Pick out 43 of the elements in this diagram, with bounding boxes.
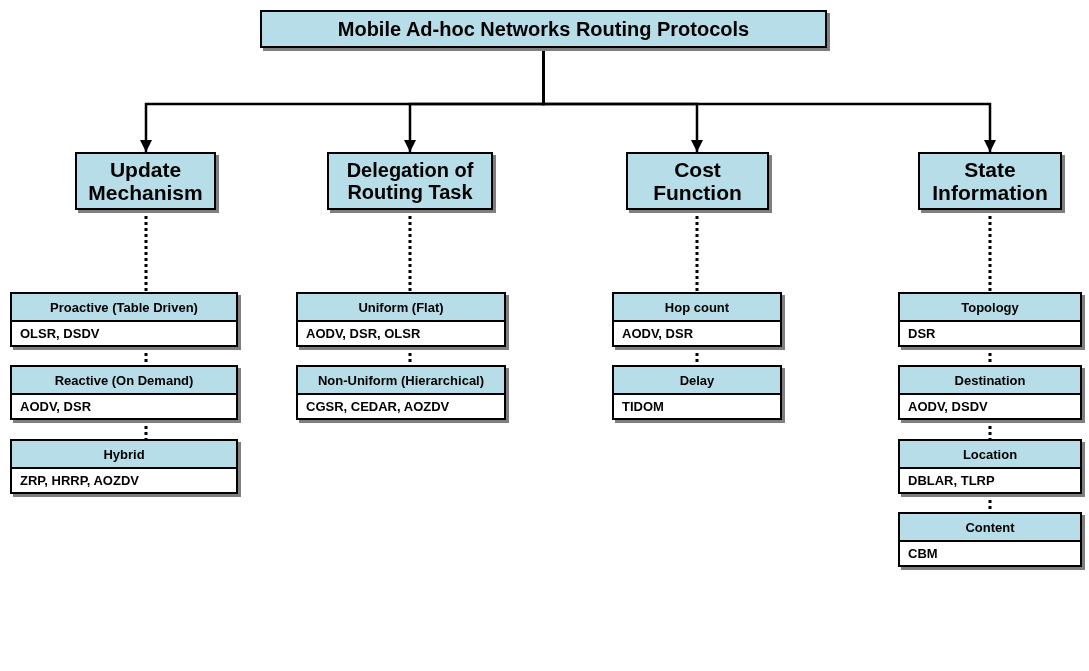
category-label: Delegation of Routing Task [345, 159, 475, 203]
protocol-box [898, 439, 1082, 494]
protocol-class-header: Proactive (Table Driven) [12, 294, 236, 322]
category-label: Cost Function [652, 157, 743, 205]
category-box [75, 152, 216, 210]
title-text: Mobile Ad-hoc Networks Routing Protocols [337, 18, 750, 40]
protocol-class-header: Topology [900, 294, 1080, 322]
protocol-class-header: Delay [614, 367, 780, 395]
protocol-class-header: Reactive (On Demand) [12, 367, 236, 395]
protocol-list: AODV, DSR [614, 322, 780, 345]
protocol-box [898, 512, 1082, 567]
protocol-class-header: Location [900, 441, 1080, 469]
category-box [327, 152, 493, 210]
protocol-list: AODV, DSDV [900, 395, 1080, 418]
protocol-list: OLSR, DSDV [12, 322, 236, 345]
protocol-box [10, 365, 238, 420]
protocol-box [898, 365, 1082, 420]
protocol-box [612, 365, 782, 420]
protocol-class-header: Hybrid [12, 441, 236, 469]
protocol-list: ZRP, HRRP, AOZDV [12, 469, 236, 492]
protocol-class-header: Non-Uniform (Hierarchical) [298, 367, 504, 395]
protocol-box [296, 365, 506, 420]
protocol-box [10, 439, 238, 494]
protocol-class-header: Content [900, 514, 1080, 542]
category-box [918, 152, 1062, 210]
protocol-list: AODV, DSR [12, 395, 236, 418]
protocol-class-header: Hop count [614, 294, 780, 322]
title-box [260, 10, 827, 48]
protocol-class-header: Destination [900, 367, 1080, 395]
protocol-box [612, 292, 782, 347]
protocol-list: DBLAR, TLRP [900, 469, 1080, 492]
protocol-list: DSR [900, 322, 1080, 345]
protocol-list: CGSR, CEDAR, AOZDV [298, 395, 504, 418]
protocol-box [10, 292, 238, 347]
protocol-box [898, 292, 1082, 347]
protocol-class-header: Uniform (Flat) [298, 294, 504, 322]
category-label: State Information [931, 157, 1049, 205]
protocol-box [296, 292, 506, 347]
protocol-list: CBM [900, 542, 1080, 565]
category-label: Update Mechanism [87, 157, 204, 205]
protocol-list: TIDOM [614, 395, 780, 418]
protocol-list: AODV, DSR, OLSR [298, 322, 504, 345]
category-box [626, 152, 769, 210]
